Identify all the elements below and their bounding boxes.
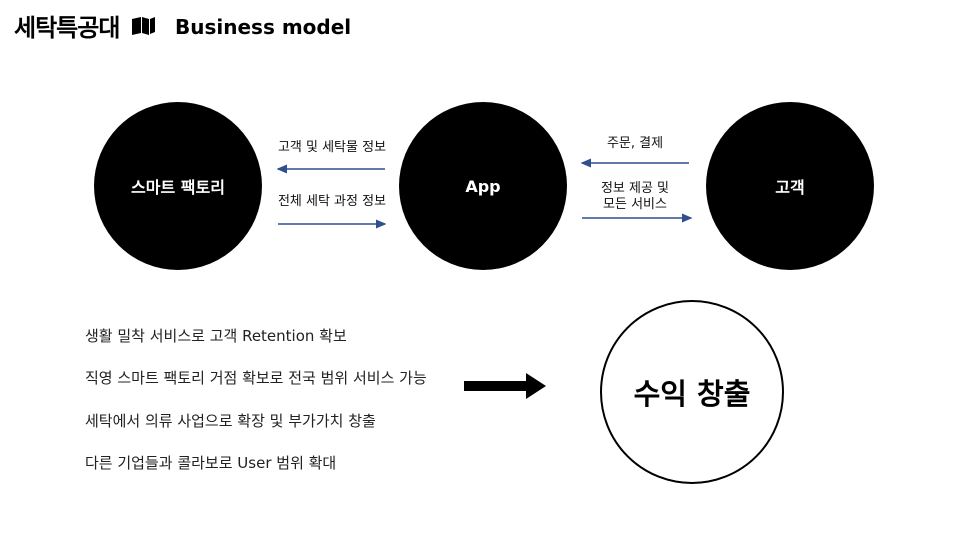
revenue-circle: 수익 창출 xyxy=(600,300,784,484)
flow-label-app-to-customer-line2: 모든 서비스 xyxy=(603,197,667,212)
result-arrow-icon xyxy=(464,373,546,399)
app-node: App xyxy=(399,102,567,270)
benefit-item: 생활 밀착 서비스로 고객 Retention 확보 xyxy=(85,327,347,345)
benefit-item: 다른 기업들과 콜라보로 User 범위 확대 xyxy=(85,454,337,472)
flow-label-app-to-customer-line1: 정보 제공 및 xyxy=(600,181,670,196)
logo-text: 세탁특공대 xyxy=(14,14,120,42)
app-label: App xyxy=(465,176,501,196)
customer-label: 고객 xyxy=(775,178,805,197)
smart-factory-label: 스마트 팩토리 xyxy=(131,178,225,197)
flow-label-customer-to-app: 주문, 결제 xyxy=(606,136,664,151)
page-title: Business model xyxy=(175,15,352,39)
logo-flag-icon xyxy=(132,17,155,35)
benefit-item: 세탁에서 의류 사업으로 확장 및 부가가치 창출 xyxy=(85,412,376,430)
flow-label-app-to-customer: 정보 제공 및 모든 서비스 xyxy=(580,181,690,213)
benefit-item: 직영 스마트 팩토리 거점 확보로 전국 범위 서비스 가능 xyxy=(85,369,427,387)
revenue-label: 수익 창출 xyxy=(633,377,751,411)
flow-label-app-to-factory: 고객 및 세탁물 정보 xyxy=(277,140,387,155)
smart-factory-node: 스마트 팩토리 xyxy=(94,102,262,270)
customer-node: 고객 xyxy=(706,102,874,270)
flow-label-factory-to-app: 전체 세탁 과정 정보 xyxy=(277,194,387,209)
